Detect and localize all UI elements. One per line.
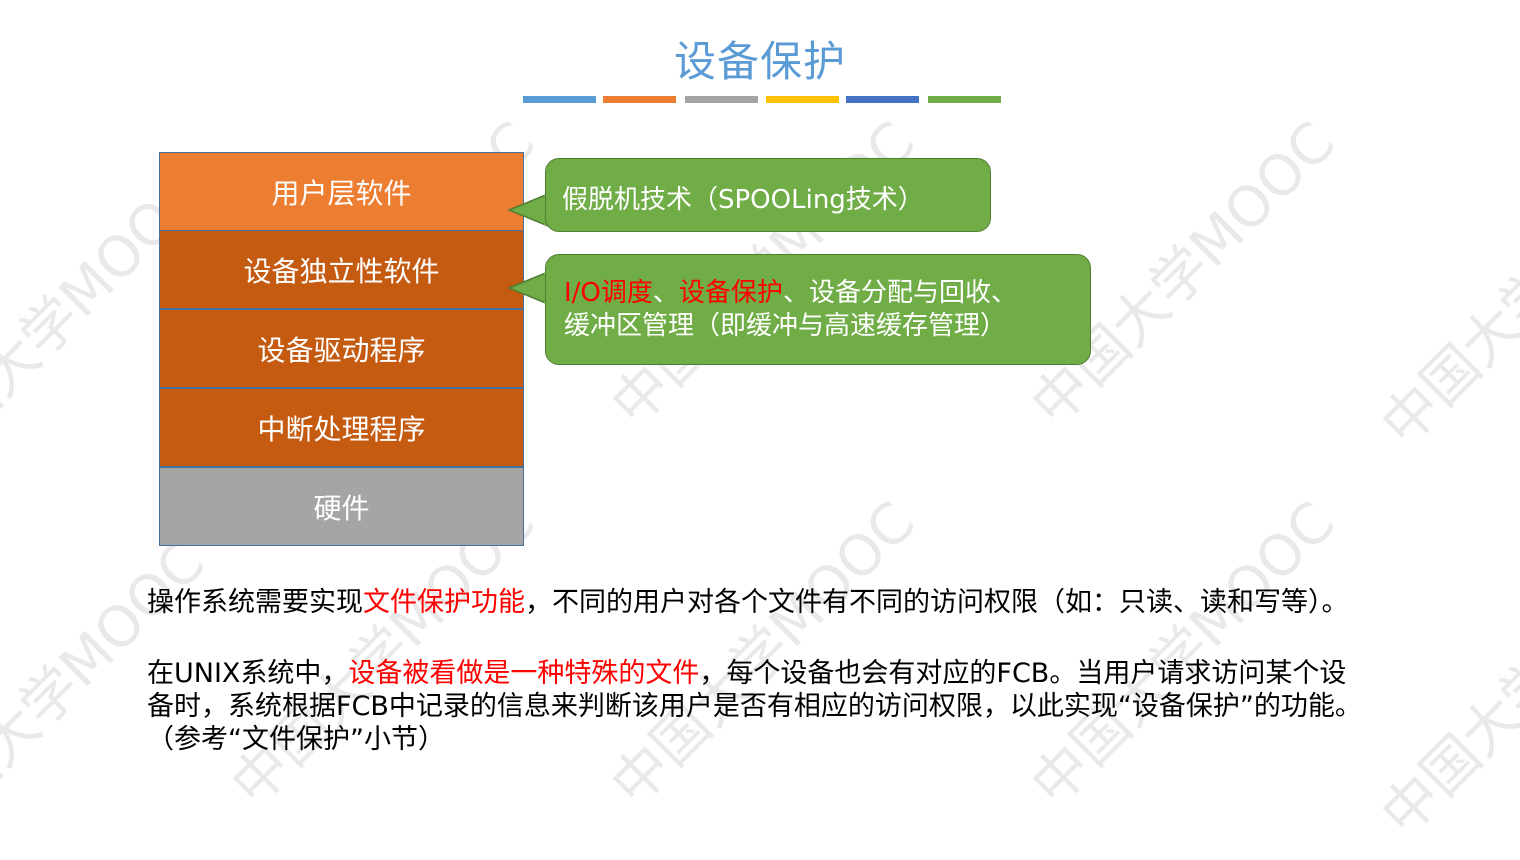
paragraph1-post: ，不同的用户对各个文件有不同的访问权限（如：只读、读和写等）。 bbox=[525, 587, 1349, 618]
callout-spooling: 假脱机技术（SPOOLing技术） bbox=[545, 158, 991, 232]
layer-device-independent-software: 设备独立性软件 bbox=[159, 230, 524, 309]
highlight-device-protection: 设备保护 bbox=[678, 278, 783, 308]
callout-device-independence: I/O调度、设备保护、设备分配与回收、 缓冲区管理（即缓冲与高速缓存管理） bbox=[545, 254, 1091, 365]
highlight-io-scheduling: I/O调度 bbox=[564, 278, 653, 308]
color-bar-green bbox=[928, 96, 1001, 103]
paragraph-unix-device: 在UNIX系统中，设备被看做是一种特殊的文件，每个设备也会有对应的FCB。当用户… bbox=[147, 657, 1372, 756]
color-bar-orange bbox=[603, 96, 676, 103]
callout-line-2: 缓冲区管理（即缓冲与高速缓存管理） bbox=[564, 311, 1007, 341]
color-bar-yellow bbox=[766, 96, 839, 103]
page-title: 设备保护 bbox=[673, 37, 846, 86]
layer-interrupt-handler: 中断处理程序 bbox=[159, 388, 524, 467]
layer-device-driver: 设备驱动程序 bbox=[159, 309, 524, 388]
callout-line-1: I/O调度、设备保护、设备分配与回收、 bbox=[564, 277, 1090, 310]
callout-text-rest: 、设备分配与回收、 bbox=[782, 278, 1017, 308]
paragraph2-pre: 在UNIX系统中， bbox=[147, 658, 349, 689]
watermark: 中国大学MOOC bbox=[599, 489, 928, 819]
watermark: 中国大学MOOC bbox=[1369, 519, 1520, 849]
watermark: 中国大学MOOC bbox=[1019, 489, 1348, 819]
layer-hardware: 硬件 bbox=[159, 467, 524, 546]
paragraph2-post: ，每个设备也会有对应的FCB。当用户请求访问某个设备时，系统根据FCB中记录的信… bbox=[147, 658, 1362, 755]
layer-user-software: 用户层软件 bbox=[159, 152, 524, 231]
paragraph-file-protection: 操作系统需要实现文件保护功能，不同的用户对各个文件有不同的访问权限（如：只读、读… bbox=[147, 586, 1387, 619]
paragraph2-highlight: 设备被看做是一种特殊的文件 bbox=[348, 658, 700, 689]
color-bar-blue bbox=[523, 96, 596, 103]
paragraph1-highlight: 文件保护功能 bbox=[363, 587, 525, 618]
color-bar-darkblue bbox=[846, 96, 919, 103]
callout-spooling-text: 假脱机技术（SPOOLing技术） bbox=[562, 185, 924, 215]
separator: 、 bbox=[652, 278, 679, 308]
color-bar-gray bbox=[685, 96, 758, 103]
watermark: 中国大学MOOC bbox=[1369, 129, 1520, 459]
paragraph1-pre: 操作系统需要实现 bbox=[147, 587, 363, 618]
